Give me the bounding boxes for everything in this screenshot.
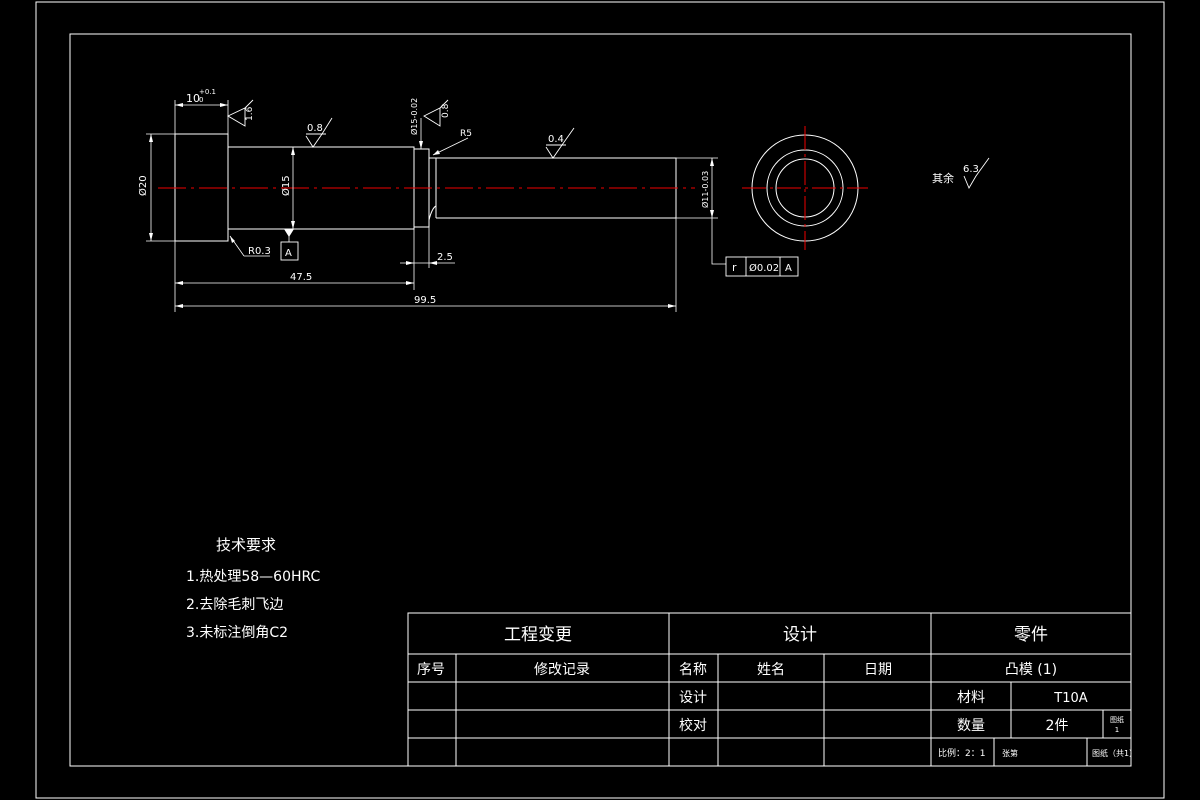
tb-qty-label: 数量 [957, 718, 985, 734]
arrow-r03 [230, 236, 235, 243]
dim-d15-text: Ø15 [280, 175, 292, 196]
arrow-99-left [175, 304, 183, 308]
tech-req-item-3: 3.未标注倒角C2 [186, 625, 288, 641]
arrow-2-5-left [406, 261, 414, 265]
arrow-head-left [175, 103, 183, 107]
tb-record-label: 修改记录 [534, 662, 590, 678]
title-block [407, 612, 1132, 767]
tolerance-leader [711, 218, 726, 265]
dimension-lines [146, 100, 726, 312]
title-block-frame [407, 612, 1132, 767]
dim-head-text: 10 [186, 92, 200, 105]
tb-col2-header: 设计 [783, 625, 817, 645]
arrow-d11-bottom [710, 210, 714, 218]
tb-material-label: 材料 [957, 690, 985, 706]
tb-seq-label: 序号 [417, 662, 445, 678]
tb-check-label: 校对 [679, 717, 707, 734]
tb-col1-header: 工程变更 [504, 625, 572, 645]
outer-border [35, 1, 1165, 799]
arrow-47-right [406, 281, 414, 285]
arrow-47-left [175, 281, 183, 285]
tb-person-label: 姓名 [757, 662, 785, 678]
arrow-2-5-right [429, 261, 437, 265]
roughness-rest-label: 其余 [932, 171, 954, 185]
roughness-rest-symbol [963, 157, 990, 190]
arrow-head-right [220, 103, 228, 107]
dim-groove-text: Ø15-0.02 [409, 98, 419, 135]
roughness-rest-value: 6.3 [963, 164, 979, 175]
roughness-tip-text: 0.4 [548, 134, 564, 145]
tip-transition-lower [428, 205, 437, 221]
tol-symbol: r [732, 261, 737, 274]
roughness-texts: 1.6 0.8 0.8 0.4 其余 6.3 [245, 103, 979, 185]
tb-scale: 比例：2：1 [938, 747, 985, 759]
dim-47-text: 47.5 [290, 272, 312, 283]
tol-value: Ø0.02 [749, 262, 779, 274]
dimension-texts: 10 +0.1 0 Ø20 Ø15 Ø11-0.03 Ø15-0.02 47.5… [137, 88, 710, 306]
tb-sheets-note: 图纸（共1） [1092, 748, 1137, 758]
roughness-mid-symbol [305, 117, 333, 148]
tol-datum: A [785, 263, 792, 274]
datum-box [280, 241, 299, 261]
arrow-d20-top [149, 134, 153, 142]
title-block-texts: 工程变更 设计 零件 序号 修改记录 名称 姓名 日期 凸模 (1) 设计 材料… [417, 625, 1137, 759]
arrow-d15-top [291, 147, 295, 155]
roughness-tip-symbol [545, 127, 575, 159]
datum-triangle [284, 229, 294, 237]
dim-2-5-text: 2.5 [437, 252, 453, 263]
tb-col3-header: 零件 [1014, 625, 1048, 645]
dim-99-text: 99.5 [414, 295, 436, 306]
roughness-groove-text: 0.8 [441, 103, 451, 118]
tb-material-value: T10A [1053, 691, 1087, 706]
tech-req-title: 技术要求 [216, 536, 276, 554]
dim-r03-text: R0.3 [248, 246, 271, 257]
arrow-d15-bottom [291, 221, 295, 229]
arrow-r5 [433, 150, 440, 155]
dim-r5-text: R5 [460, 129, 472, 139]
tech-req-item-1: 1.热处理58—60HRC [186, 569, 321, 585]
tb-sheet-label: 图纸 [1110, 715, 1124, 724]
roughness-symbols [227, 99, 990, 190]
tech-req-item-2: 2.去除毛刺飞边 [186, 597, 283, 613]
arrowheads [149, 103, 714, 308]
roughness-mid-text: 0.8 [307, 123, 323, 134]
roughness-head-symbol [227, 99, 254, 127]
tb-date-label: 日期 [864, 662, 892, 678]
inner-border [69, 33, 1132, 767]
arrow-99-right [668, 304, 676, 308]
arrow-groove [419, 141, 423, 149]
tb-part-name: 凸模 (1) [1005, 662, 1057, 678]
arrow-d11-top [710, 158, 714, 166]
arrow-d20-bottom [149, 233, 153, 241]
dim-d11-text: Ø11-0.03 [700, 171, 710, 208]
datum-letter: A [285, 248, 292, 259]
roughness-groove-symbol [423, 99, 449, 127]
tolerance-frame [725, 256, 799, 277]
roughness-head-text: 1.6 [245, 106, 255, 121]
dim-head-tol: +0.1 [199, 88, 216, 96]
tb-sheet-num: 1 [1115, 726, 1119, 734]
dim-head-tol-low: 0 [199, 96, 203, 104]
tb-design-label: 设计 [679, 690, 707, 706]
tb-scale-note: 张第 [1002, 748, 1018, 758]
dim-d20-text: Ø20 [137, 175, 149, 196]
tol-frame-box [725, 256, 799, 277]
tech-requirements: 技术要求 1.热处理58—60HRC 2.去除毛刺飞边 3.未标注倒角C2 [186, 536, 321, 641]
tb-name-label: 名称 [679, 662, 707, 678]
tb-qty-value: 2件 [1046, 718, 1069, 734]
